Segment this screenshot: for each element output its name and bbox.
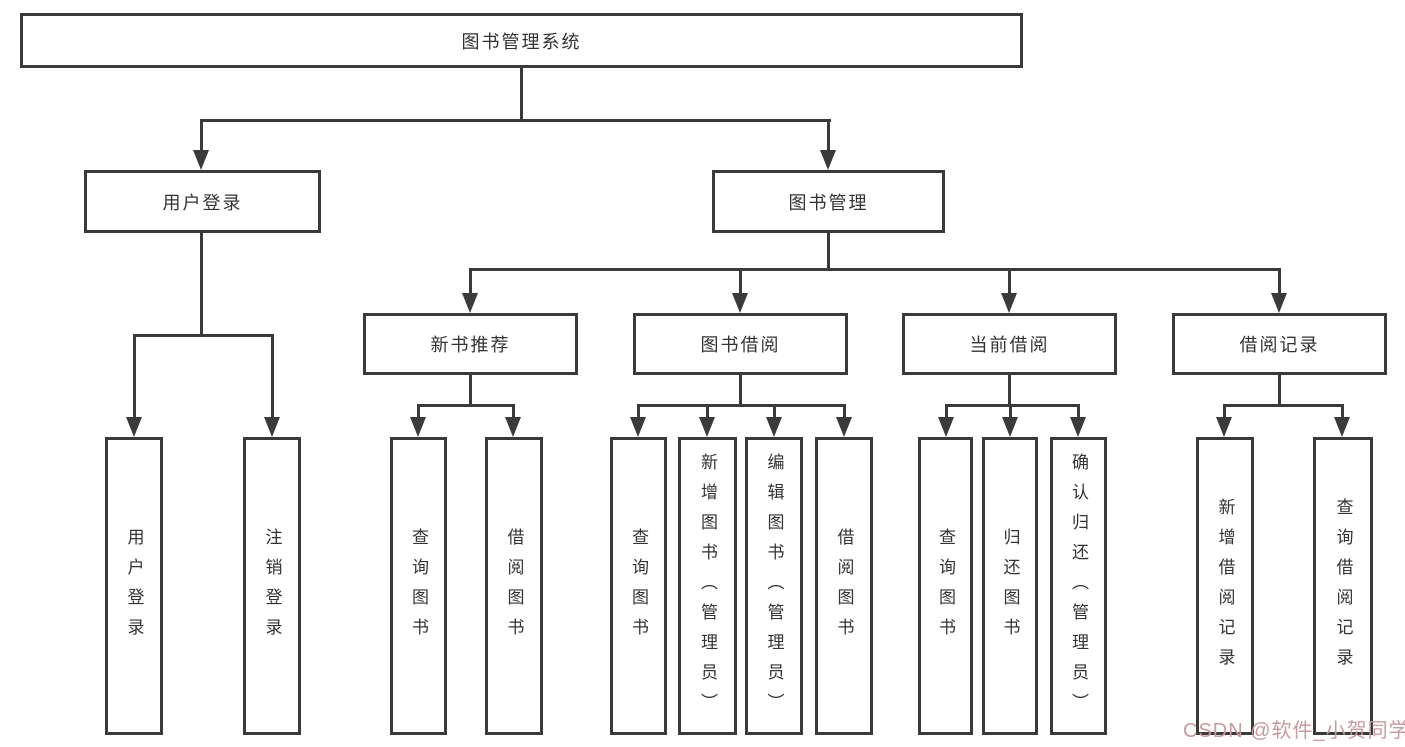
node-new-book-recommendation: 新书推荐 — [363, 313, 578, 375]
leaf-query-borrow-record: 查询借阅记录 — [1313, 437, 1373, 735]
edge-book-borrowing-stem — [739, 373, 742, 407]
arrowhead-add-book — [699, 417, 715, 437]
edge-drop-query-1 — [417, 404, 420, 420]
leaf-user-login: 用户登录 — [105, 437, 163, 735]
edge-drop-add-book — [706, 404, 709, 420]
leaf-return-book: 归还图书 — [982, 437, 1038, 735]
leaf-borrow-books-borrowing: 借阅图书 — [815, 437, 873, 735]
edge-drop-book-borrowing — [739, 268, 742, 296]
edge-borrowing-records-rail — [1223, 404, 1344, 407]
arrowhead-return-book — [1002, 417, 1018, 437]
edge-drop-borrowing-records — [1278, 268, 1281, 296]
arrowhead-edit-book — [766, 417, 782, 437]
edge-new-book-stem — [469, 373, 472, 407]
edge-drop-leaf-logout — [271, 334, 274, 419]
edge-drop-borrow-2 — [843, 404, 846, 420]
edge-drop-leaf-user-login — [133, 334, 136, 419]
edge-drop-book-management — [827, 119, 830, 152]
edge-drop-user-login — [200, 119, 203, 152]
node-book-borrowing: 图书借阅 — [633, 313, 848, 375]
leaf-add-borrow-record: 新增借阅记录 — [1196, 437, 1254, 735]
leaf-borrow-books-recommend: 借阅图书 — [485, 437, 543, 735]
edge-level2-rail — [200, 119, 831, 122]
arrowhead-borrow-1 — [505, 417, 521, 437]
leaf-confirm-return-admin: 确认归还（管理员） — [1050, 437, 1107, 735]
edge-root-stem — [520, 68, 523, 120]
arrowhead-new-book — [462, 293, 478, 313]
leaf-query-books-recommend: 查询图书 — [390, 437, 447, 735]
arrowhead-confirm-return — [1070, 417, 1086, 437]
node-current-borrowing: 当前借阅 — [902, 313, 1117, 375]
edge-current-borrowing-stem — [1008, 373, 1011, 407]
edge-drop-current-borrowing — [1008, 268, 1011, 296]
edge-drop-borrow-1 — [512, 404, 515, 420]
edge-drop-edit-book — [773, 404, 776, 420]
edge-borrowing-records-stem — [1278, 373, 1281, 407]
edge-current-borrowing-rail — [945, 404, 1080, 407]
node-book-management: 图书管理 — [712, 170, 945, 233]
leaf-query-books-borrowing: 查询图书 — [610, 437, 667, 735]
arrowhead-book-borrowing — [732, 293, 748, 313]
edge-user-login-stem — [200, 233, 203, 336]
edge-drop-query-record — [1341, 404, 1344, 420]
edge-drop-new-book — [469, 268, 472, 296]
leaf-edit-book-admin: 编辑图书（管理员） — [745, 437, 803, 735]
csdn-watermark: CSDN @软件_小贺同学 — [1183, 720, 1405, 742]
arrowhead-borrow-2 — [836, 417, 852, 437]
edge-drop-query-2 — [637, 404, 640, 420]
arrowhead-leaf-user-login — [126, 417, 142, 437]
node-user-login: 用户登录 — [84, 170, 321, 233]
edge-book-management-stem — [827, 233, 830, 271]
edge-drop-query-3 — [945, 404, 948, 420]
arrowhead-borrowing-records — [1271, 293, 1287, 313]
node-borrowing-records: 借阅记录 — [1172, 313, 1387, 375]
arrowhead-add-record — [1216, 417, 1232, 437]
edge-book-borrowing-rail — [637, 404, 846, 407]
leaf-add-book-admin: 新增图书（管理员） — [678, 437, 737, 735]
edge-new-book-rail — [417, 404, 515, 407]
leaf-query-books-current: 查询图书 — [918, 437, 973, 735]
edge-drop-add-record — [1223, 404, 1226, 420]
edge-level3-rail — [469, 268, 1281, 271]
arrowhead-query-record — [1334, 417, 1350, 437]
arrowhead-query-2 — [630, 417, 646, 437]
edge-drop-confirm-return — [1077, 404, 1080, 420]
arrowhead-query-1 — [410, 417, 426, 437]
arrowhead-book-management — [820, 150, 836, 170]
arrowhead-current-borrowing — [1001, 293, 1017, 313]
arrowhead-user-login — [193, 150, 209, 170]
arrowhead-query-3 — [938, 417, 954, 437]
leaf-logout: 注销登录 — [243, 437, 301, 735]
edge-drop-return-book — [1009, 404, 1012, 420]
arrowhead-leaf-logout — [264, 417, 280, 437]
edge-user-login-rail — [133, 334, 274, 337]
node-library-management-system: 图书管理系统 — [20, 13, 1023, 68]
